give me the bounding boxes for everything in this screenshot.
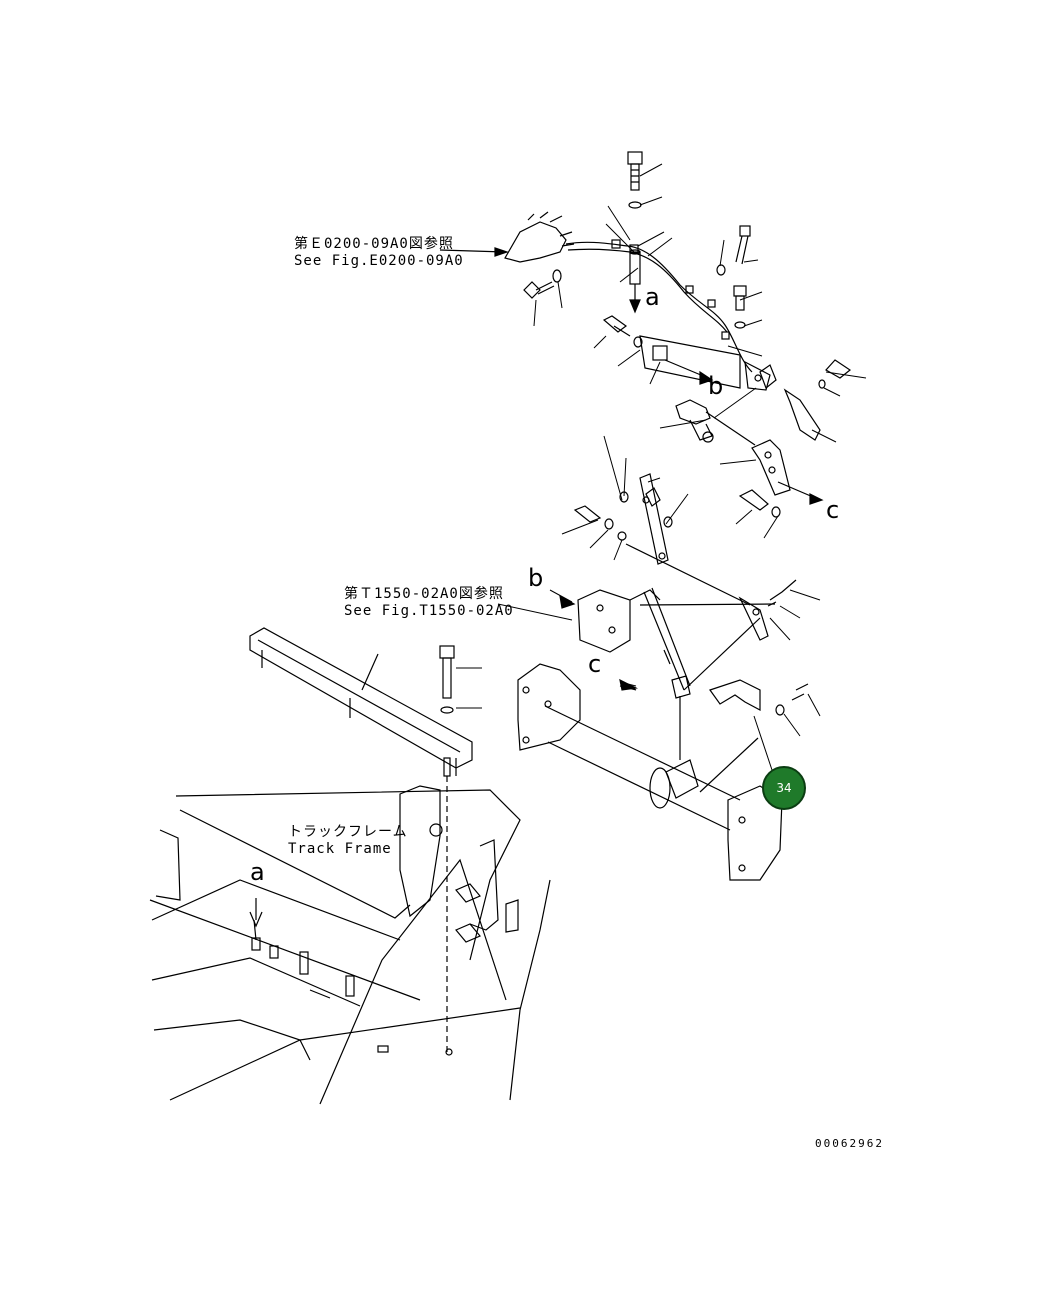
part-callout-34-badge[interactable]: 34	[762, 766, 806, 810]
lever-arm	[573, 473, 781, 606]
leader-lines	[456, 163, 867, 737]
connector-a-bottom: a	[250, 858, 265, 886]
bolts-right-harness	[716, 225, 751, 329]
part-callout-34-number: 34	[776, 781, 792, 795]
wire-harness	[439, 211, 771, 391]
reference-1-en: See Fig.E0200-09A0	[294, 253, 464, 269]
bolt-center	[439, 645, 455, 1052]
connector-b-top: b	[708, 372, 724, 400]
bolt-left-harness	[523, 269, 562, 299]
connector-c-left: c	[588, 650, 602, 678]
connector-c-right: c	[826, 496, 840, 524]
track-frame-label-jp: トラックフレーム	[288, 824, 408, 840]
main-shaft	[517, 663, 783, 881]
pedal-bracket	[709, 679, 809, 716]
document-number: 00062962	[815, 1137, 884, 1150]
connector-a-top: a	[645, 283, 660, 311]
track-frame	[149, 785, 551, 1105]
link-rod	[577, 579, 797, 760]
connector-b-left: b	[528, 564, 544, 592]
reference-2-jp: 第Ｔ1550-02A0図参照	[344, 586, 504, 602]
connector-arrows	[559, 594, 638, 691]
bracket-b	[602, 315, 777, 389]
reference-1-jp: 第Ｅ0200-09A0図参照	[294, 236, 454, 252]
cover-plate	[249, 627, 473, 776]
track-frame-label-en: Track Frame	[288, 841, 392, 857]
bolt-top	[627, 151, 643, 314]
callout-34-leader	[753, 715, 773, 771]
switch-assembly	[675, 399, 756, 446]
bracket-c	[751, 359, 852, 505]
reference-2-en: See Fig.T1550-02A0	[344, 603, 514, 619]
